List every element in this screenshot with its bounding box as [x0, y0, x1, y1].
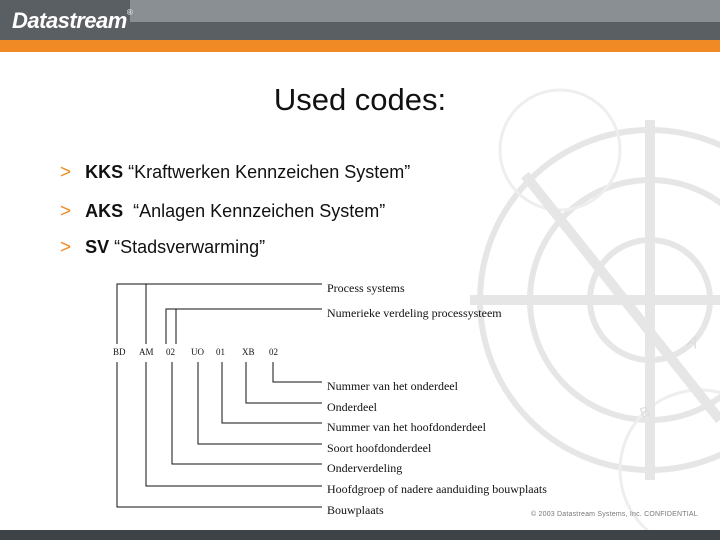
code-segment: UO [191, 347, 204, 357]
header-bar-highlight [130, 0, 720, 22]
bullet-aks: > AKS “Anlagen Kennzeichen System” [60, 201, 385, 223]
bullet-text: “Stadsverwarming” [109, 237, 266, 257]
label-nummer-onderdeel: Nummer van het onderdeel [327, 379, 458, 393]
connector-onderverdeling [171, 362, 322, 465]
copyright-notice: © 2003 Datastream Systems, Inc. CONFIDEN… [531, 511, 698, 518]
bullet-marker: > [60, 237, 72, 258]
footer-bar [0, 530, 720, 540]
bullet-code: KKS [85, 162, 124, 182]
label-nummer-hoofdonderdeel: Nummer van het hoofdonderdeel [327, 420, 486, 434]
bullet-code: AKS [85, 201, 124, 221]
label-hoofdgroep: Hoofdgroep of nadere aanduiding bouwplaa… [327, 482, 547, 496]
connector-numerieke-verdeling [165, 308, 322, 344]
label-process-systems: Process systems [327, 281, 405, 295]
code-segment: XB [242, 347, 255, 357]
label-bouwplaats: Bouwplaats [327, 503, 384, 517]
bullet-kks: > KKS “Kraftwerken Kennzeichen System” [60, 162, 410, 184]
gear-watermark: A B [470, 88, 720, 532]
connector-bouwplaats [116, 362, 322, 508]
connector-soort-hoofdonderdeel [197, 362, 322, 445]
slide-title: Used codes: [0, 82, 720, 118]
code-segment: BD [113, 347, 126, 357]
label-onderdeel: Onderdeel [327, 400, 377, 414]
code-segment: 02 [166, 347, 175, 357]
bullet-text: “Kraftwerken Kennzeichen System” [123, 162, 411, 182]
connector-nummer-hoofdonderdeel [221, 362, 322, 424]
label-numerieke-verdeling: Numerieke verdeling processysteem [327, 306, 502, 320]
connector-onderdeel [245, 362, 322, 404]
logo-text: Datastream [12, 8, 127, 33]
label-onderverdeling: Onderverdeling [327, 461, 403, 475]
code-segment: AM [139, 347, 154, 357]
bullet-marker: > [60, 162, 72, 183]
bullet-text: “Anlagen Kennzeichen System” [123, 201, 386, 221]
bullet-sv: > SV “Stadsverwarming” [60, 237, 265, 259]
label-soort-hoofdonderdeel: Soort hoofdonderdeel [327, 441, 432, 455]
code-segment: 01 [216, 347, 225, 357]
bullet-code: SV [85, 237, 110, 257]
connector-process-systems [116, 283, 322, 344]
connector-nummer-onderdeel [272, 362, 322, 383]
code-segment: 02 [269, 347, 278, 357]
bullet-marker: > [60, 201, 72, 222]
slide-title-text: Used codes: [273, 82, 447, 117]
connector-hoofdgroep [145, 362, 322, 487]
datastream-logo: Datastream® [12, 8, 133, 34]
header-accent-strip [0, 40, 720, 52]
logo-registered-mark: ® [126, 8, 133, 17]
